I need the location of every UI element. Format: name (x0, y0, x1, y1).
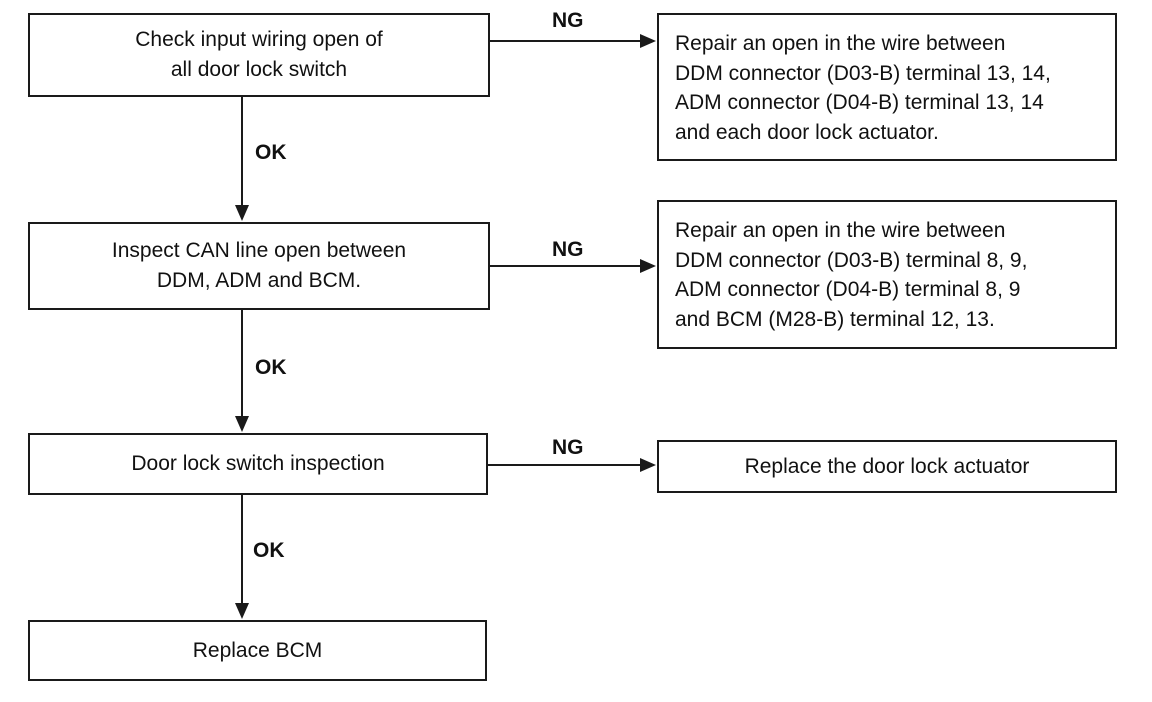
arrow-right-icon (640, 34, 656, 48)
ok-label: OK (253, 539, 285, 562)
step-label: Replace BCM (192, 638, 323, 662)
step-label: Check input wiring open of all door lock… (135, 28, 383, 81)
step-replace-bcm: Replace BCM (28, 620, 487, 681)
ng-label: NG (552, 436, 584, 459)
step-label: Inspect CAN line open between DDM, ADM a… (111, 239, 407, 292)
step-check-input-wiring: Check input wiring open of all door lock… (28, 13, 490, 97)
arrow-down-icon (235, 416, 249, 432)
step-label: Door lock switch inspection (131, 452, 385, 475)
arrow-right-icon (640, 458, 656, 472)
result-replace-actuator: Replace the door lock actuator (657, 440, 1117, 493)
ng-label: NG (552, 238, 584, 261)
arrow-down-icon (235, 603, 249, 619)
ng-label: NG (552, 9, 584, 32)
ok-label: OK (255, 356, 287, 379)
arrow-down-icon (235, 205, 249, 221)
ok-label: OK (255, 141, 287, 164)
arrow-right-icon (640, 259, 656, 273)
result-repair-wiring-13-14: Repair an open in the wire between DDM c… (657, 13, 1117, 161)
result-repair-can-line: Repair an open in the wire between DDM c… (657, 200, 1117, 349)
step-door-lock-switch-inspection: Door lock switch inspection (28, 433, 488, 495)
step-inspect-can-line: Inspect CAN line open between DDM, ADM a… (28, 222, 490, 310)
